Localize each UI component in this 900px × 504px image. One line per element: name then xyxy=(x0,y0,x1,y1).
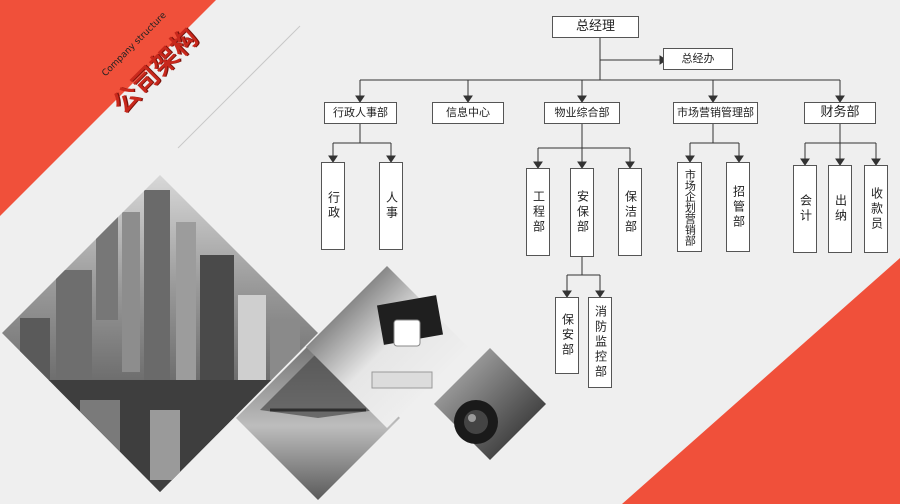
org-node-marketing: 市场营销管理部 xyxy=(673,102,758,124)
org-node-property: 物业综合部 xyxy=(544,102,620,124)
org-node-info-center: 信息中心 xyxy=(432,102,504,124)
org-node-hr: 人事 xyxy=(379,162,403,250)
accent-triangle-bottom-right xyxy=(622,258,900,504)
org-node-market-planning: 市场企划营销部 xyxy=(677,162,702,252)
org-node-accounting: 会计 xyxy=(793,165,817,253)
desk-coffee-photo xyxy=(306,266,468,428)
divider-line xyxy=(177,25,301,149)
org-node-security-dept: 安保部 xyxy=(570,168,594,257)
org-node-admin: 行政 xyxy=(321,162,345,250)
org-node-collector: 收款员 xyxy=(864,165,888,253)
org-node-recruitment: 招管部 xyxy=(726,162,750,252)
org-node-fire-monitoring: 消防监控部 xyxy=(588,297,612,388)
org-node-cashier: 出纳 xyxy=(828,165,852,253)
accent-triangle-top-left xyxy=(0,0,216,216)
camera-photo xyxy=(434,348,546,460)
org-node-finance: 财务部 xyxy=(804,102,876,124)
org-node-engineering: 工程部 xyxy=(526,168,550,256)
org-node-guards: 保安部 xyxy=(555,297,579,374)
org-node-admin-hr: 行政人事部 xyxy=(324,102,397,124)
org-node-ceo-office: 总经办 xyxy=(663,48,733,70)
org-node-ceo: 总经理 xyxy=(552,16,639,38)
org-node-cleaning: 保洁部 xyxy=(618,168,642,256)
